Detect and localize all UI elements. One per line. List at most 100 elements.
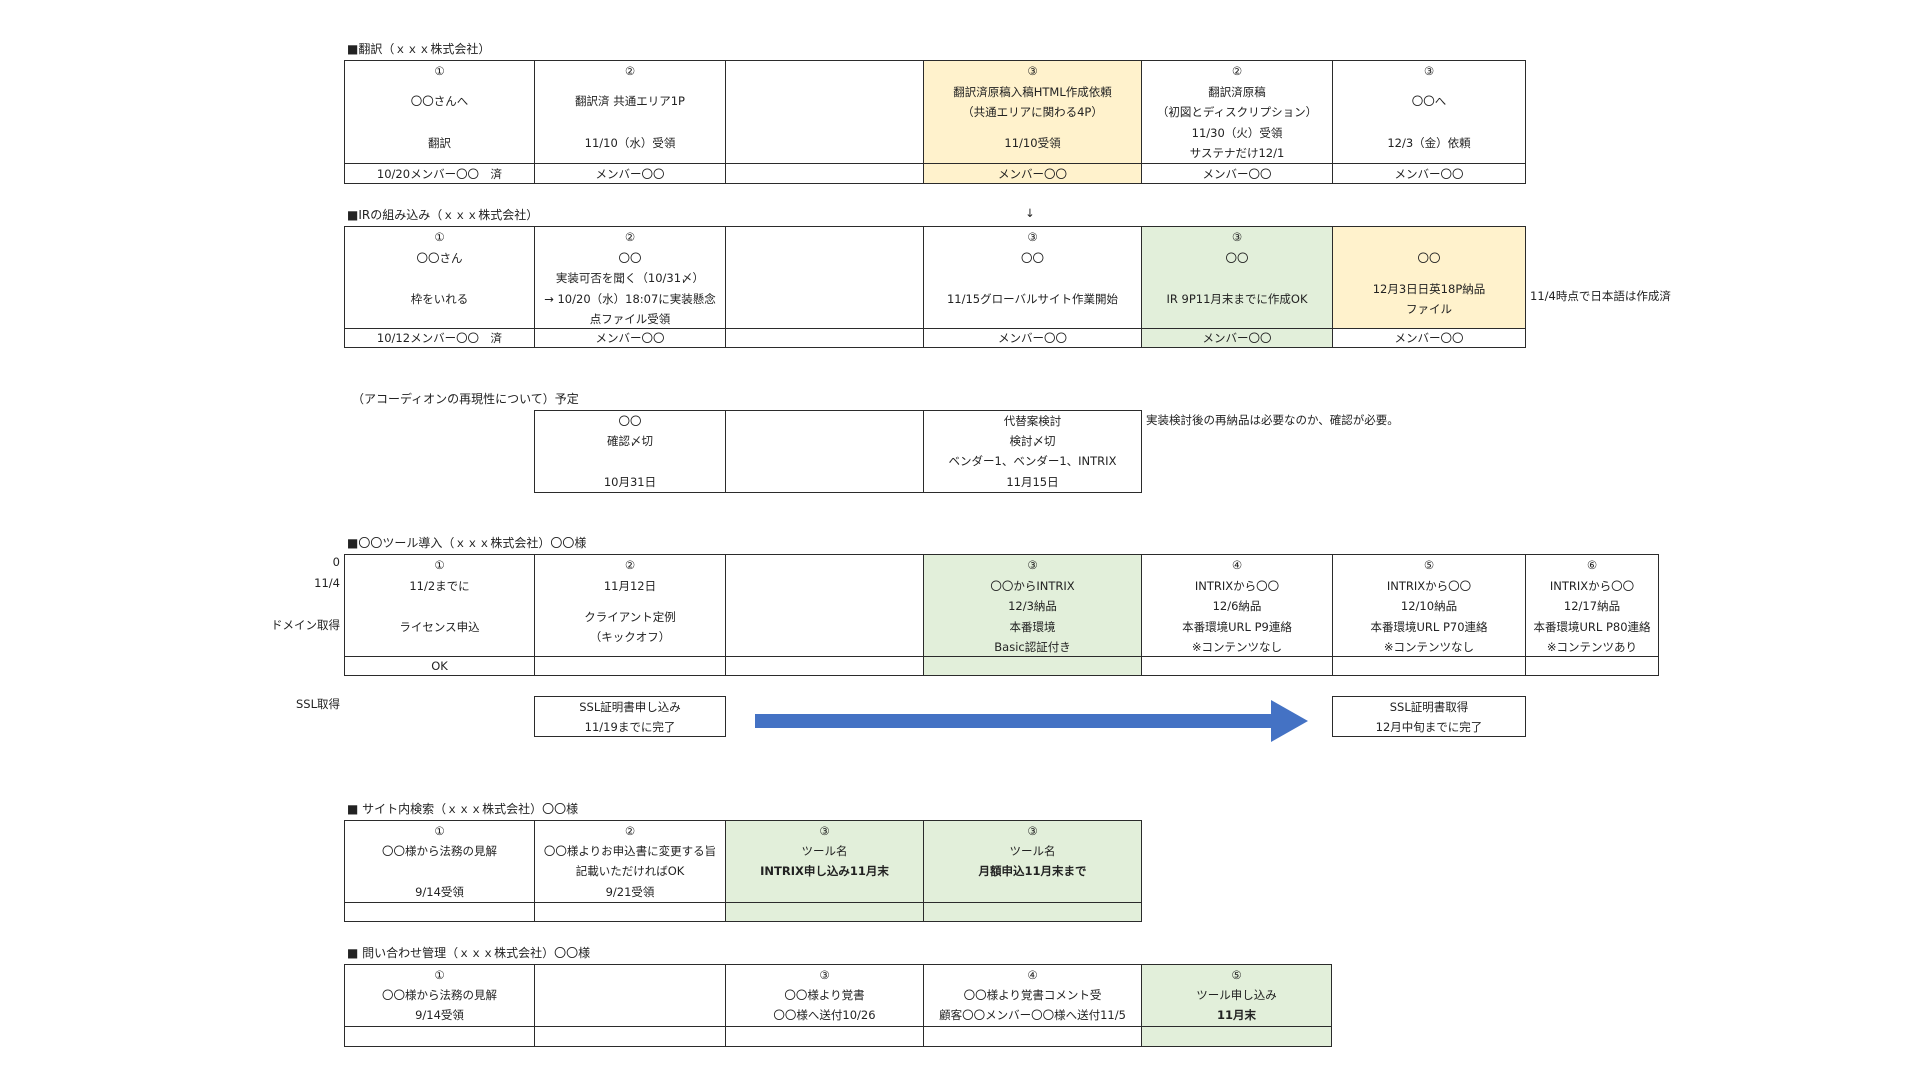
accordion-grid: 〇〇 確認〆切 10月31日 代替案検討 検討〆切 ベンダー1、ベンダー1、IN… (534, 410, 1142, 493)
step-line: 記載いただければOK (575, 864, 685, 878)
step-line: 実装可否を聞く（10/31〆） (555, 271, 705, 285)
step-line: 〇〇 (1225, 251, 1249, 265)
tool-left-label-3: ドメイン取得 (271, 618, 340, 632)
step-line: IR 9P11月末までに作成OK (1166, 292, 1308, 306)
ssl-end-line: SSL証明書取得 (1389, 700, 1469, 714)
tool-status-3 (725, 656, 924, 676)
tool-status-7 (1525, 656, 1659, 676)
translation-owner-3 (725, 163, 924, 184)
step-line: 本番環境URL P80連絡 (1533, 620, 1651, 634)
step-line: 〇〇 (1417, 251, 1441, 265)
accordion-section-title: （アコーディオンの再現性について）予定 (352, 392, 579, 406)
search-step-3: ③ ツール名 INTRIX申し込み11月末 (725, 820, 924, 903)
translation-section-title: ■翻訳（ｘｘｘ株式会社） (347, 42, 491, 56)
owner-text: メンバー〇〇 (998, 167, 1067, 181)
step-line: 〇〇さん (416, 251, 463, 265)
inquiry-grid: ① 〇〇様から法務の見解 9/14受領 ③ 〇〇様より覚書 〇〇様へ送付10/2… (344, 964, 1332, 1047)
step-line: 本番環境 (1009, 620, 1056, 634)
step-line: ツール名 (801, 844, 848, 858)
translation-step-4: ② 翻訳済原稿 （初図とディスクリプション） 11/30（火）受領 サステナだけ… (1141, 60, 1333, 164)
step-line: 11月末 (1216, 1008, 1256, 1022)
tool-left-label-0: 0 (332, 555, 340, 569)
inquiry-section-title: ■ 問い合わせ管理（ｘｘｘ株式会社）〇〇様 (347, 946, 591, 960)
step-line: （キックオフ） (589, 630, 671, 644)
step-number: ① (434, 968, 445, 982)
step-line: 11月15日 (1006, 475, 1059, 489)
inquiry-step-4: ④ 〇〇様より覚書コメント受 顧客〇〇メンバー〇〇様へ送付11/5 (923, 964, 1142, 1027)
owner-text: メンバー〇〇 (1394, 167, 1464, 181)
step-line: 〇〇様より覚書 (784, 988, 865, 1002)
inquiry-step-1: ① 〇〇様から法務の見解 9/14受領 (344, 964, 535, 1027)
translation-grid: ① 〇〇さんへ 翻訳 ② 翻訳済 共通エリア1P 11/10（水）受領 ③ 翻訳… (344, 60, 1526, 184)
step-line: 〇〇へ (1411, 94, 1447, 108)
owner-text: メンバー〇〇 (595, 167, 665, 181)
step-line: 〇〇様よりお申込書に変更する旨 (543, 844, 717, 858)
ir-owner-2: メンバー〇〇 (534, 328, 726, 348)
translation-step-3: ③ 翻訳済原稿入稿HTML作成依頼 （共通エリアに関わる4P） 11/10受領 (923, 60, 1142, 164)
tool-step-4: ④ INTRIXから〇〇 12/6納品 本番環境URL P9連絡 ※コンテンツな… (1141, 554, 1333, 657)
down-arrow-mark: ↓ (1025, 206, 1035, 220)
tool-empty-cell (725, 554, 924, 657)
owner-text: メンバー〇〇 (1202, 167, 1272, 181)
translation-owner-1: 10/20メンバー〇〇 済 (344, 163, 535, 184)
step-number: ④ (1027, 968, 1038, 982)
ir-step-2: ② 〇〇 実装可否を聞く（10/31〆） → 10/20（水）18:07に実装懸… (534, 226, 726, 329)
step-line: 9/14受領 (415, 885, 464, 899)
inquiry-footer-1 (344, 1026, 535, 1047)
accordion-side-note: 実装検討後の再納品は必要なのか、確認が必要。 (1146, 413, 1399, 427)
search-step-1: ① 〇〇様から法務の見解 9/14受領 (344, 820, 535, 903)
ir-grid: ① 〇〇さん 枠をいれる ② 〇〇 実装可否を聞く（10/31〆） → 10/2… (344, 226, 1526, 348)
step-line: 検討〆切 (1009, 434, 1056, 448)
accordion-empty-cell (725, 410, 924, 493)
step-number: ③ (1027, 230, 1038, 244)
step-line: ファイル (1406, 302, 1452, 316)
tool-left-label-1: 11/4 (314, 576, 340, 590)
tool-step-5: ⑤ INTRIXから〇〇 12/10納品 本番環境URL P70連絡 ※コンテン… (1332, 554, 1526, 657)
step-line: 9/14受領 (415, 1008, 464, 1022)
timeline-arrow-icon (755, 700, 1308, 742)
step-number: ② (624, 824, 636, 838)
step-line: 翻訳済 共通エリア1P (575, 94, 685, 108)
step-line: 11/30（火）受領 (1191, 126, 1283, 140)
step-line: → 10/20（水）18:07に実装懸念 (544, 292, 716, 306)
tool-status-4 (923, 656, 1142, 676)
step-line: 12/3（金）依頼 (1387, 136, 1471, 150)
step-line: 12/6納品 (1212, 599, 1262, 613)
step-line: 点ファイル受領 (589, 312, 671, 326)
step-line: 代替案検討 (1003, 414, 1062, 428)
translation-owner-2: メンバー〇〇 (534, 163, 726, 184)
step-line: 本番環境URL P9連絡 (1182, 620, 1292, 634)
ir-section-title: ■IRの組み込み（ｘｘｘ株式会社） (347, 208, 539, 222)
search-step-4: ③ ツール名 月額申込11月末まで (923, 820, 1142, 903)
ir-owner-5: メンバー〇〇 (1141, 328, 1333, 348)
step-line: 〇〇様から法務の見解 (382, 988, 497, 1002)
ir-step-4: ③ 〇〇 IR 9P11月末までに作成OK (1141, 226, 1333, 329)
accordion-step-2: 代替案検討 検討〆切 ベンダー1、ベンダー1、INTRIX 11月15日 (923, 410, 1142, 493)
step-line: 〇〇からINTRIX (990, 579, 1075, 593)
step-number: ② (624, 230, 636, 244)
search-step-2: ② 〇〇様よりお申込書に変更する旨 記載いただければOK 9/21受領 (534, 820, 726, 903)
search-footer-3 (725, 902, 924, 922)
inquiry-footer-3 (725, 1026, 924, 1047)
step-line: 11/15グローバルサイト作業開始 (946, 292, 1119, 306)
step-line: INTRIXから〇〇 (1194, 579, 1280, 593)
step-line: （共通エリアに関わる4P） (962, 105, 1103, 119)
step-number: ③ (819, 968, 830, 982)
ssl-end-cell: SSL証明書取得 12月中旬までに完了 (1332, 696, 1526, 737)
translation-step-1: ① 〇〇さんへ 翻訳 (344, 60, 535, 164)
translation-owner-4: メンバー〇〇 (923, 163, 1142, 184)
translation-step-5: ③ 〇〇へ 12/3（金）依頼 (1332, 60, 1526, 164)
ssl-start-cell: SSL証明書申し込み 11/19までに完了 (534, 696, 726, 737)
translation-owner-6: メンバー〇〇 (1332, 163, 1526, 184)
step-number: ② (624, 558, 636, 572)
ir-step-1: ① 〇〇さん 枠をいれる (344, 226, 535, 329)
search-section-title: ■ サイト内検索（ｘｘｘ株式会社）〇〇様 (347, 802, 579, 816)
step-line: 12月3日日英18P納品 (1372, 282, 1486, 296)
step-line: 確認〆切 (607, 434, 653, 448)
step-line: 9/21受領 (605, 885, 655, 899)
owner-text: メンバー〇〇 (998, 331, 1067, 345)
step-line: 10月31日 (603, 475, 657, 489)
ir-empty-cell (725, 226, 924, 329)
step-line: 顧客〇〇メンバー〇〇様へ送付11/5 (939, 1008, 1126, 1022)
step-line: 〇〇 (1021, 251, 1044, 265)
